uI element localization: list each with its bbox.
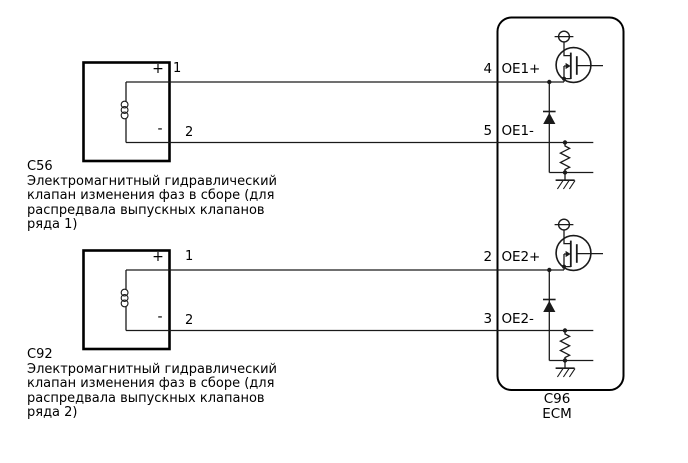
valve2-plus-sign: + <box>152 249 164 265</box>
ecm-pin5-name: OE1- <box>501 122 534 139</box>
valve1-description-line: клапан изменения фаз в сборе (для <box>27 188 275 204</box>
ecm-pin3-number: 3 <box>483 310 493 327</box>
ecm-pin3-name: OE2- <box>501 310 534 327</box>
valve2-description-line: клапан изменения фаз в сборе (для <box>27 376 275 392</box>
valve1-description: C56 Электромагнитный гидравлический клап… <box>27 159 277 233</box>
valve2-minus-sign: - <box>157 309 163 325</box>
valve2-description-line: ряда 2) <box>27 405 78 421</box>
valve2-description: C92 Электромагнитный гидравлический клап… <box>27 347 277 421</box>
valve1-plus-sign: + <box>152 61 164 77</box>
valve1-connector-code: C56 <box>27 159 53 174</box>
valve2-description-line: распредвала выпускных клапанов <box>27 390 265 406</box>
valve1-pin1-number: 1 <box>173 61 182 76</box>
ecm-connector-code: C96 <box>543 391 571 407</box>
ecm-pin5-number: 5 <box>483 122 493 139</box>
valve1-pin2-number: 2 <box>185 125 194 140</box>
ecm-pin2-number: 2 <box>483 248 493 265</box>
valve2-pin1-number: 1 <box>185 249 194 264</box>
valve1-description-line: Электромагнитный гидравлический <box>27 173 277 189</box>
valve1-description-line: ряда 1) <box>27 217 78 233</box>
ecm-caption: C96 ECM <box>494 392 620 422</box>
valve2-connector-code: C92 <box>27 347 53 362</box>
valve1-description-line: распредвала выпускных клапанов <box>27 202 265 218</box>
valve2-description-line: Электромагнитный гидравлический <box>27 361 277 377</box>
valve1-minus-sign: - <box>157 121 163 137</box>
ecm-name: ECM <box>542 406 572 422</box>
ecm-pin4-number: 4 <box>483 60 493 77</box>
ecm-pin2-name: OE2+ <box>501 248 541 265</box>
ecm-pin4-name: OE1+ <box>501 60 541 77</box>
valve2-pin2-number: 2 <box>185 313 194 328</box>
ecm-box <box>496 16 625 391</box>
